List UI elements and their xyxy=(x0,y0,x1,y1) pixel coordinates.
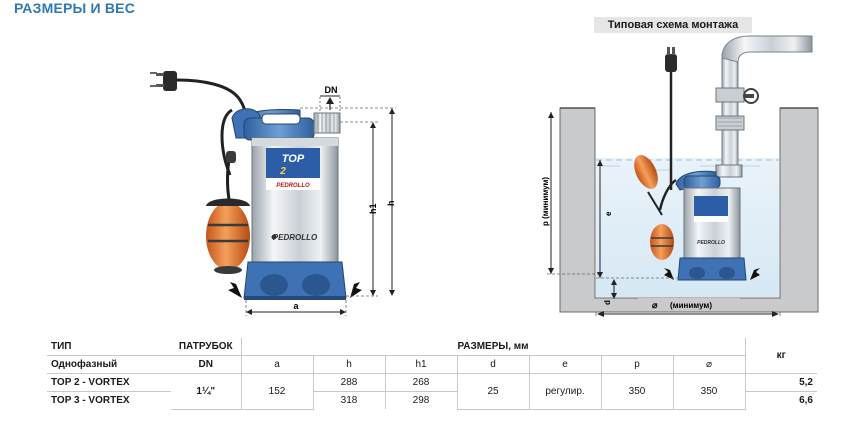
inlet-arrow-left-icon xyxy=(228,282,242,298)
cell-diameter: 350 xyxy=(672,373,745,410)
subheader-dn: DN xyxy=(171,355,241,374)
a-label: a xyxy=(293,301,299,311)
logo-brand: PEDROLLO xyxy=(276,183,310,189)
header-dimensions: РАЗМЕРЫ, мм xyxy=(240,338,745,356)
cell-h1: 268 xyxy=(384,373,457,392)
body-brand: PEDROLLO xyxy=(273,233,318,242)
model-name: TOP 2 - VORTEX xyxy=(47,373,171,392)
cell-h: 288 xyxy=(312,373,385,392)
h1-label: h1 xyxy=(368,203,378,214)
cell-h: 318 xyxy=(312,391,385,409)
cell-e: регулир. xyxy=(528,373,601,410)
mini-float-switch-icon xyxy=(634,155,677,260)
subheader-d: d xyxy=(456,355,529,374)
logo-number: 2 xyxy=(279,166,286,177)
logo-top: TOP xyxy=(282,153,305,165)
header-weight: кг xyxy=(744,338,817,374)
subheader-a: a xyxy=(240,355,313,374)
subheader-h: h xyxy=(312,355,385,374)
h-label: h xyxy=(386,201,396,207)
cell-weight: 5,2 xyxy=(744,373,817,392)
header-type: ТИП xyxy=(47,338,171,356)
discharge-pipe xyxy=(715,35,813,171)
cell-weight: 6,6 xyxy=(744,391,817,409)
diameter-label: (минимум) xyxy=(670,301,712,310)
pump-dimension-drawing: TOP 2 PEDROLLO PEDROLLO DN h1 xyxy=(150,71,396,316)
dimensions-table: ТИП ПАТРУБОК РАЗМЕРЫ, мм кг Однофазный D… xyxy=(47,338,817,410)
table-row: TOP 2 - VORTEX 1¼" 152 288 268 25 регули… xyxy=(47,373,817,410)
cell-p: 350 xyxy=(600,373,673,410)
cell-a: 152 xyxy=(240,373,313,410)
d-label: d xyxy=(603,300,612,305)
power-plug-icon xyxy=(150,71,177,91)
table-row: TOP 3 - VORTEX 318 298 6,6 xyxy=(47,391,817,409)
installation-diagram: PEDROLLO p (минимум) e d ⌀ (минимум) xyxy=(541,35,819,317)
header-port: ПАТРУБОК xyxy=(171,338,241,356)
inlet-arrow-right-icon xyxy=(350,282,362,298)
subheader-h1: h1 xyxy=(384,355,457,374)
row-phase: Однофазный xyxy=(47,355,171,374)
cable-plug-icon xyxy=(665,47,677,190)
subheader-p: p xyxy=(600,355,673,374)
cell-h1: 298 xyxy=(384,391,457,409)
subheader-e: e xyxy=(528,355,601,374)
cell-d: 25 xyxy=(456,373,529,410)
cell-dn: 1¼" xyxy=(171,373,241,410)
p-label: p (минимум) xyxy=(541,177,550,226)
dn-label: DN xyxy=(325,85,338,95)
diameter-symbol: ⌀ xyxy=(652,300,658,310)
installation-title: Типовая схема монтажа xyxy=(594,17,752,33)
e-label: e xyxy=(604,211,613,216)
model-name: TOP 3 - VORTEX xyxy=(51,395,130,406)
section-heading: РАЗМЕРЫ И ВЕС xyxy=(14,0,136,16)
float-switch-icon xyxy=(206,151,250,274)
subheader-diameter: ⌀ xyxy=(672,355,745,374)
mini-body-brand: PEDROLLO xyxy=(697,240,725,246)
pump-body: TOP 2 PEDROLLO PEDROLLO xyxy=(231,108,347,300)
mini-pump: PEDROLLO xyxy=(675,164,747,281)
